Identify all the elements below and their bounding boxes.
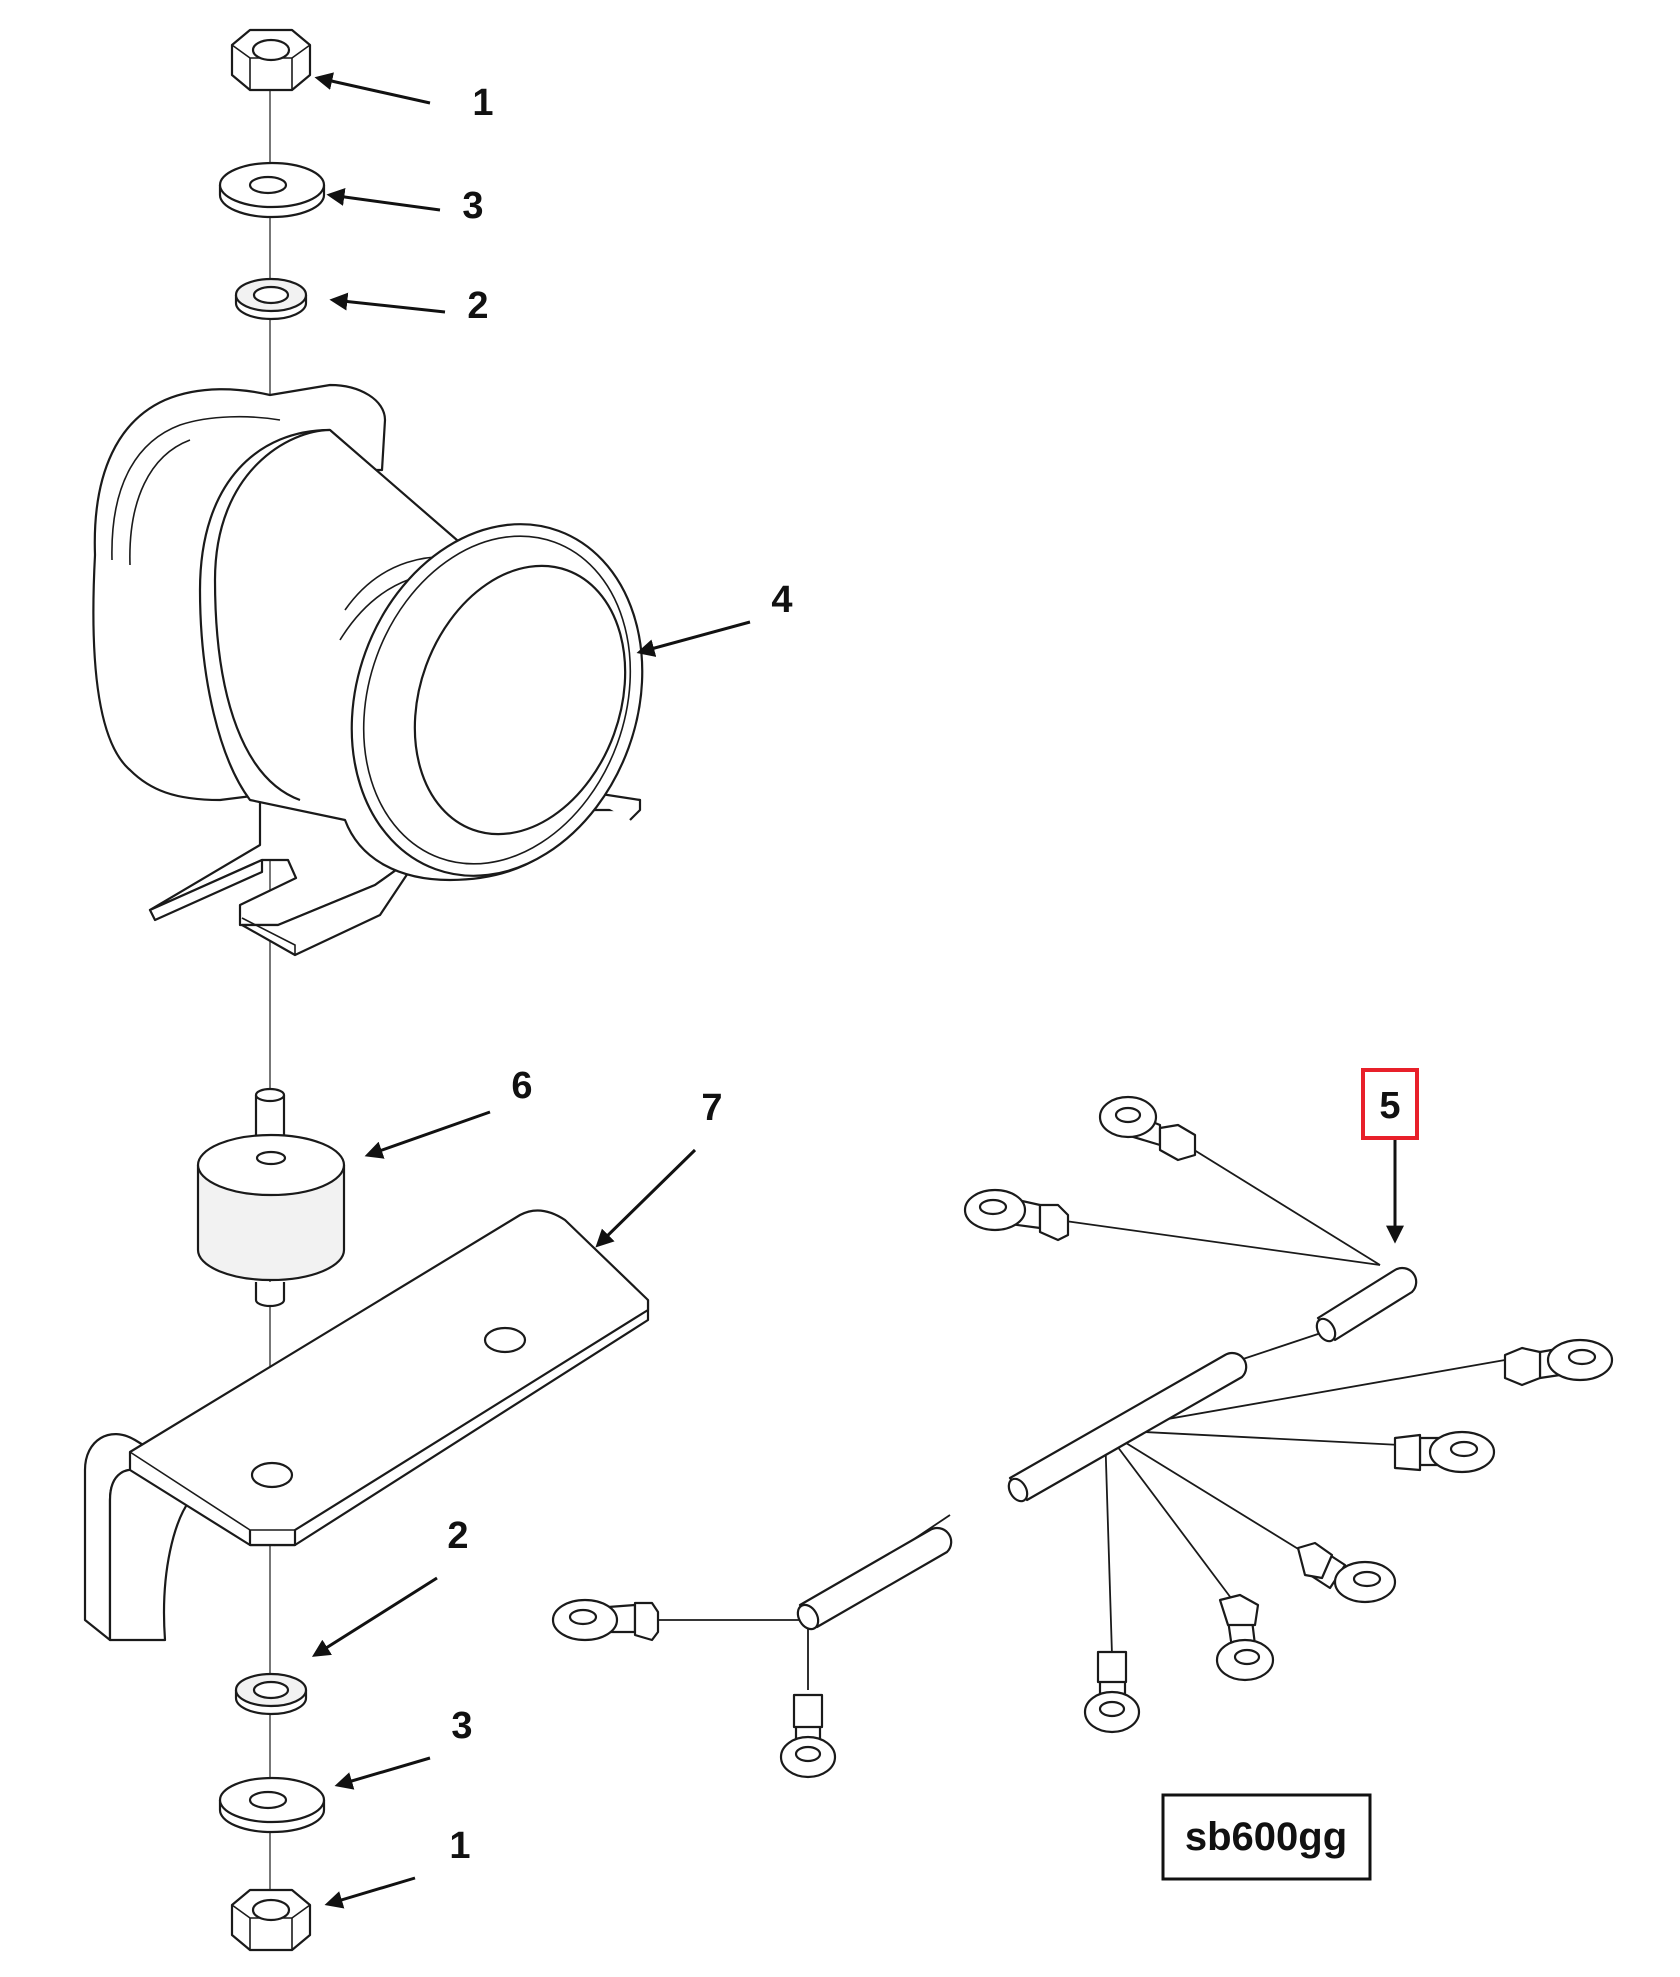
bracket (83, 1209, 650, 1642)
leader-arrow (314, 72, 431, 105)
flat-washer-bottom (218, 1776, 326, 1834)
leader-arrow (636, 620, 751, 657)
ring-terminal (1098, 1095, 1197, 1162)
highlight-box (1361, 1068, 1419, 1140)
callout-label: 1 (449, 1825, 470, 1867)
leader-arrow (334, 1756, 431, 1790)
callout-label: 1 (472, 82, 493, 124)
leader-arrow (595, 1148, 697, 1248)
hex-nut-top (230, 28, 312, 92)
ring-terminal (1503, 1338, 1614, 1387)
lock-washer-bottom (234, 1672, 308, 1716)
callout-label: 4 (771, 579, 792, 621)
leader-arrow (364, 1110, 491, 1159)
leader-arrows (311, 72, 1404, 1909)
ring-terminal (1393, 1430, 1496, 1474)
isolator (196, 1087, 346, 1308)
callout-label: 2 (447, 1515, 468, 1557)
harness-sleeve-2 (1007, 1351, 1248, 1503)
flat-washer-top (218, 161, 326, 219)
leader-arrow (324, 1876, 416, 1909)
callout-label: 2 (467, 285, 488, 327)
ring-terminal (779, 1693, 837, 1779)
callout-label: 5 (1379, 1085, 1400, 1127)
wiring-harness (551, 1095, 1614, 1779)
ring-terminal (1296, 1541, 1397, 1604)
lock-washer-top (234, 277, 308, 321)
leader-arrow (326, 188, 441, 212)
callout-label: 3 (462, 185, 483, 227)
callout-label: 6 (511, 1065, 532, 1107)
drawing-code-label: sb600gg (1185, 1815, 1347, 1859)
solenoid (92, 383, 644, 957)
ring-terminal (1215, 1593, 1275, 1682)
harness-sleeve-1 (1315, 1266, 1418, 1343)
leader-arrow (329, 292, 446, 314)
ring-terminal (1083, 1650, 1141, 1734)
ring-terminal (963, 1188, 1070, 1242)
drawing-code-box (1161, 1793, 1372, 1881)
harness-sleeve-3 (796, 1526, 953, 1631)
callout-label: 7 (701, 1087, 722, 1129)
callout-label: 3 (451, 1705, 472, 1747)
hex-nut-bottom (230, 1888, 312, 1952)
leader-arrow (311, 1576, 438, 1657)
ring-terminal (551, 1598, 660, 1642)
